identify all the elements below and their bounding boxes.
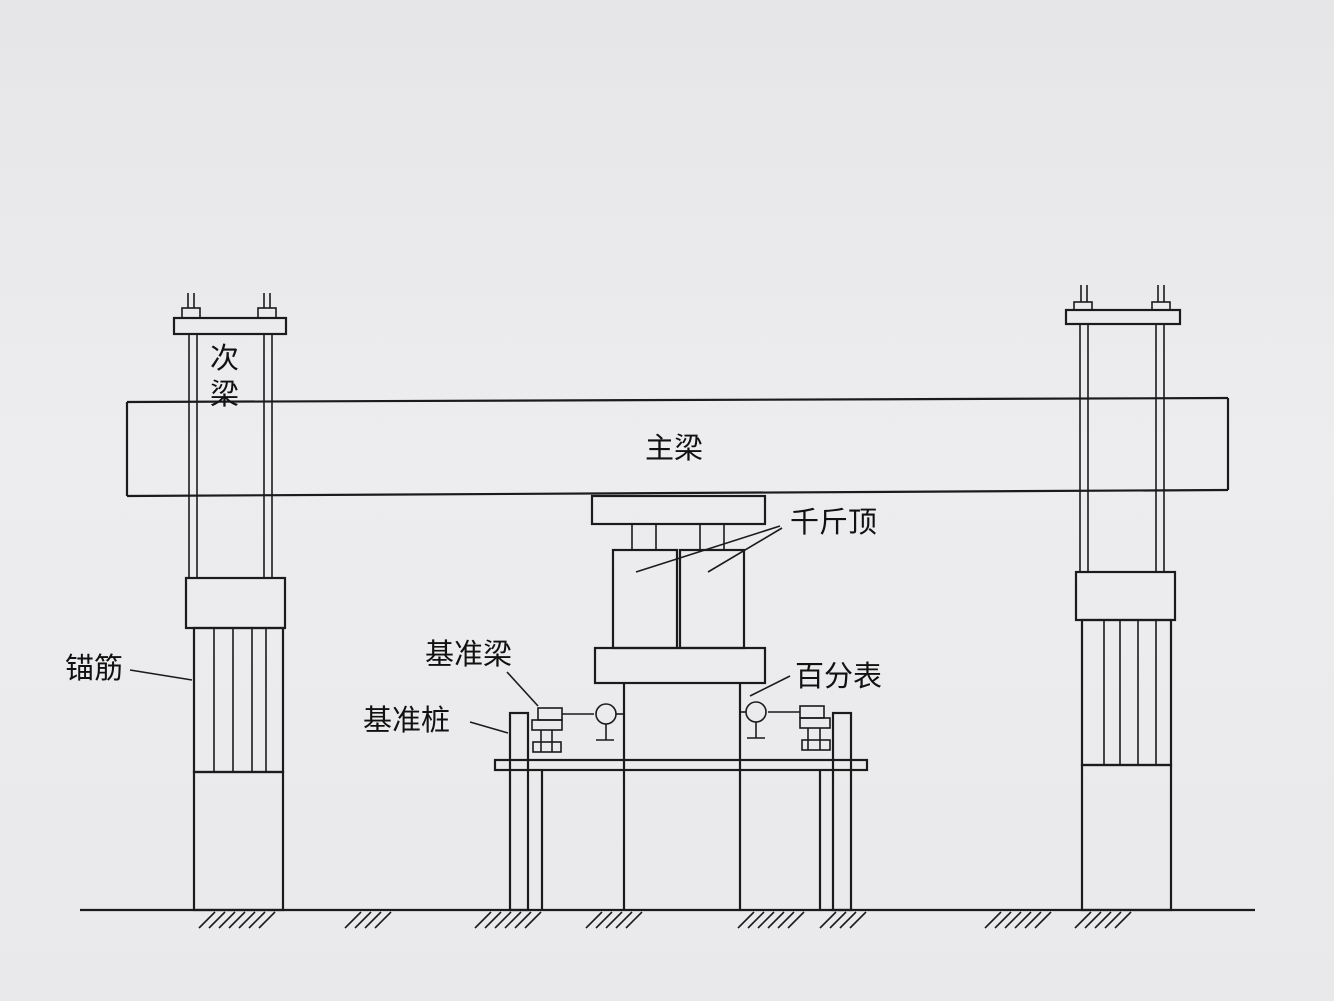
jack-label: 千斤顶: [790, 505, 878, 539]
main-beam: [125, 396, 1230, 498]
test-pile: [622, 683, 742, 910]
secondary-beam-label-line2: 梁: [210, 377, 240, 411]
anchor-bar-label: 锚筋: [65, 651, 124, 685]
left-anchor-pile: [184, 576, 287, 912]
jack-assembly: [590, 494, 767, 685]
reference-beam: [493, 758, 869, 772]
reference-pile-label: 基准桩: [363, 703, 451, 737]
left-secondary-beam: [172, 293, 288, 336]
right-anchor-pile: [1074, 570, 1177, 912]
reference-supports: [540, 770, 822, 910]
right-secondary-beam: [1064, 285, 1182, 326]
left-anchor-rods: [188, 334, 273, 578]
ground-hatching: [198, 911, 1132, 929]
reference-pile-left: [508, 711, 530, 912]
secondary-beam-label-line1: 次: [210, 341, 240, 375]
right-dial-gauge: [740, 701, 831, 751]
reference-pile-right: [831, 711, 853, 912]
right-anchor-rods: [1079, 324, 1165, 572]
left-dial-gauge: [531, 703, 624, 753]
reference-beam-label: 基准梁: [425, 637, 513, 671]
leader-lines: [129, 525, 791, 734]
dial-gauge-label: 百分表: [795, 659, 883, 693]
main-beam-label: 主梁: [645, 431, 704, 465]
